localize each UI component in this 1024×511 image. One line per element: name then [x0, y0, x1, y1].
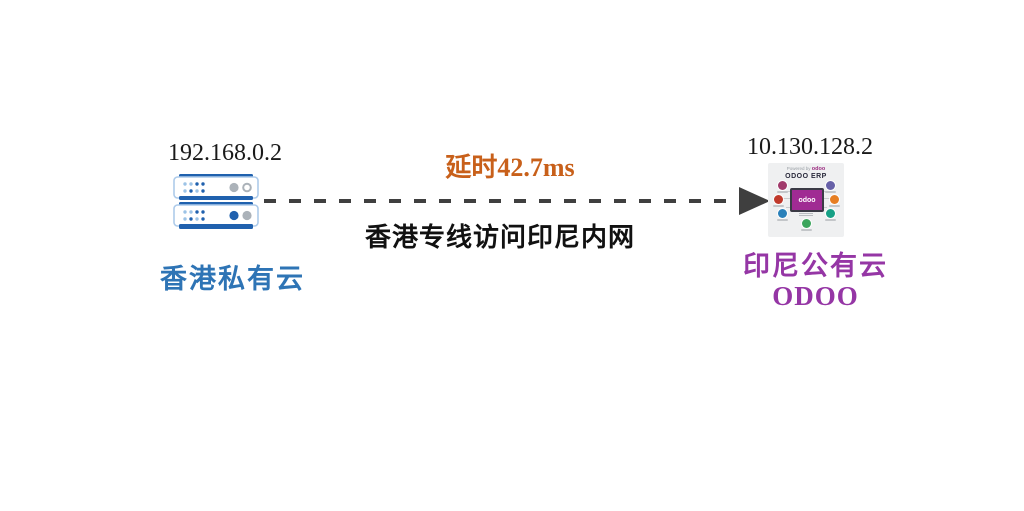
server-rack-svg: [173, 174, 259, 229]
arrowhead-icon: [739, 187, 770, 215]
connector-line: [785, 191, 790, 192]
connector-line: [783, 198, 790, 199]
odoo-erp-card: Powered by odoo ODOO ERP odoo: [768, 163, 844, 237]
odoo-powered-prefix: Powered by: [786, 166, 811, 171]
odoo-app-icon: [823, 209, 837, 221]
odoo-app-icon: [771, 195, 785, 207]
app-icon-caption: [824, 219, 836, 221]
app-icon-caption: [824, 191, 836, 193]
server-icon: [172, 173, 260, 231]
left-node-label: 香港私有云: [160, 264, 305, 294]
odoo-erp-title: ODOO ERP: [785, 173, 827, 180]
app-icon-caption: [772, 205, 784, 207]
connector-line: [786, 207, 790, 208]
app-dot-icon: [773, 195, 783, 204]
left-node-ip: 192.168.0.2: [168, 140, 282, 166]
odoo-app-icon: [799, 219, 813, 231]
app-icon-caption: [776, 219, 788, 221]
app-icon-caption: [828, 205, 840, 207]
odoo-powered-by: Powered by odoo: [768, 166, 844, 172]
phone-app-icon: [801, 219, 811, 228]
right-node-ip: 10.130.128.2: [747, 134, 873, 160]
latency-label: 延时42.7ms: [445, 153, 575, 182]
app-dot-icon: [829, 195, 839, 204]
odoo-app-icon: [775, 209, 789, 221]
right-node-label-text: 印尼公有云: [743, 251, 888, 281]
app-dot-icon: [777, 181, 787, 190]
connector-line: [822, 198, 830, 199]
app-icon-caption: [776, 191, 788, 193]
app-dot-icon: [825, 209, 835, 218]
odoo-powered-brand: odoo: [811, 166, 826, 172]
app-icon-caption: [800, 229, 812, 231]
odoo-app-icon: [775, 181, 789, 193]
dashed-arrow-line: [264, 199, 740, 203]
keyboard-icon: [799, 213, 813, 217]
odoo-monitor: odoo: [790, 188, 824, 212]
odoo-screen-text: odoo: [798, 196, 816, 204]
odoo-app-icon: [827, 195, 841, 207]
right-node-sublabel: ODOO: [772, 281, 859, 311]
app-dot-icon: [825, 181, 835, 190]
connector-line: [822, 207, 827, 208]
right-node-label: 印尼公有云 ODOO: [728, 251, 903, 311]
odoo-app-icon: [823, 181, 837, 193]
link-description: 香港专线访问印尼内网: [364, 223, 635, 252]
app-dot-icon: [777, 209, 787, 218]
